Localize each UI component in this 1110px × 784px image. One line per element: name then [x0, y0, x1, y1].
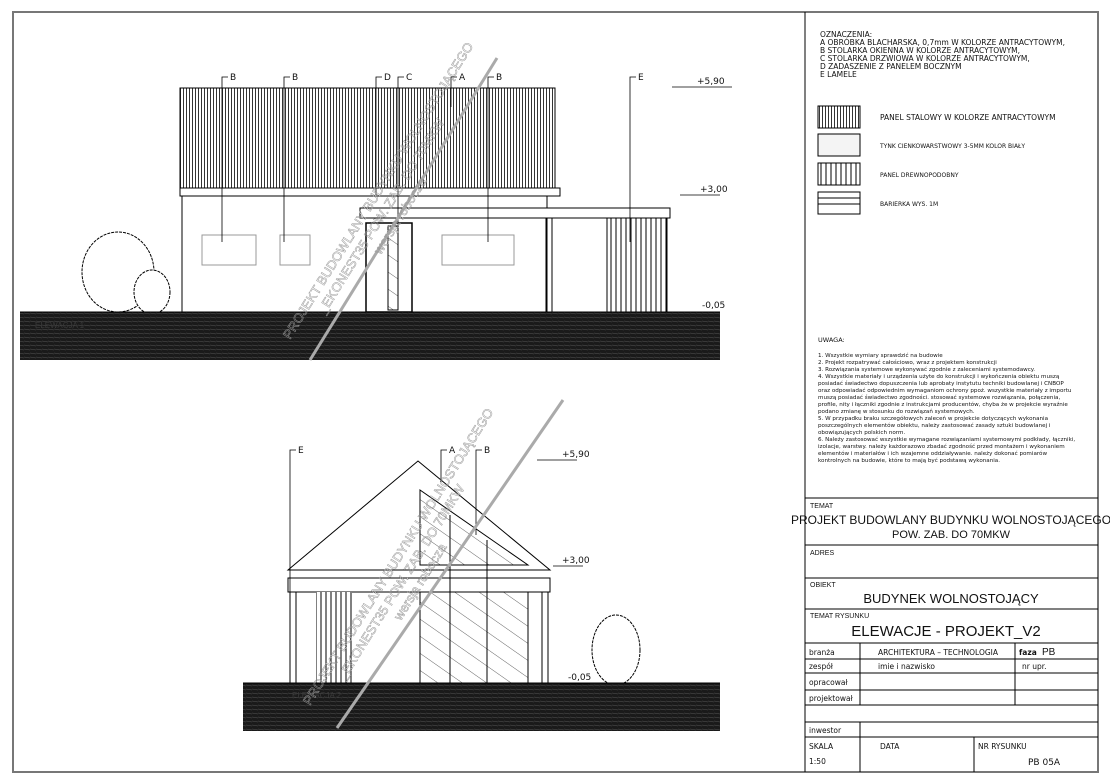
tag-b: B	[484, 446, 490, 456]
tree-icon	[591, 614, 641, 686]
elevation-1: ELEWACJA 1 B B D C A B E +5,90 +3,00 -0,…	[20, 73, 732, 360]
swatch-wood-panel	[817, 162, 861, 186]
window	[279, 234, 311, 266]
inwestor-label: inwestor	[809, 726, 842, 735]
swatch-barrier	[817, 191, 861, 215]
ground	[243, 683, 720, 731]
note-line: 3. Rozwiązania systemowe wykonywać zgodn…	[818, 366, 1035, 373]
tree-icon	[133, 269, 171, 315]
material-label: PANEL STALOWY W KOLORZE ANTRACYTOWYM	[880, 113, 1056, 122]
tag-c: C	[406, 73, 412, 83]
tag-leaders	[221, 76, 732, 313]
legend-title: OZNACZENIA:	[820, 30, 872, 39]
temat-value-line2: POW. ZAB. DO 70MKW	[892, 529, 1011, 541]
tag-e: E	[638, 73, 644, 83]
note-line: oraz odpowiadać odpowiednim wymaganiom o…	[818, 387, 1072, 394]
tag-b: B	[292, 73, 298, 83]
tag-d: D	[384, 73, 391, 83]
legend-item: D ZADASZENIE Z PANELEM BOCZNYM	[820, 62, 962, 71]
projektowal-label: projektował	[809, 694, 854, 703]
temat-label: TEMAT	[810, 503, 834, 510]
legend-item: E LAMELE	[820, 70, 857, 79]
sheet-frame	[12, 11, 1099, 773]
tag-e: E	[298, 446, 304, 456]
steel-roof-panel	[179, 87, 556, 189]
obiekt-value: BUDYNEK WOLNOSTOJĄCY	[863, 591, 1039, 606]
eave-band	[287, 577, 551, 593]
material-label: BARIERKA WYS. 1M	[880, 201, 938, 208]
nr-upr-label: nr upr.	[1022, 662, 1047, 671]
swatch-steel-panel	[817, 105, 861, 129]
obiekt-label: OBIEKT	[810, 582, 836, 589]
glazing	[419, 591, 529, 684]
nr-rysunku-label: NR RYSUNKU	[978, 742, 1027, 751]
data-label: DATA	[880, 742, 900, 751]
title-block: TEMAT PROJEKT BUDOWLANY BUDYNKU WOLNOSTO…	[791, 497, 1110, 772]
note-line: 2. Projekt rozpatrywać całościowo, wraz …	[818, 359, 997, 366]
elevation-name: ELEWACJA 1	[35, 321, 85, 330]
note-line: kontrolnych na budowie, które to mają by…	[818, 457, 1000, 464]
level-mark: -0,05	[568, 673, 591, 683]
opracowal-label: opracował	[809, 678, 848, 687]
tag-b: B	[230, 73, 236, 83]
window	[441, 234, 515, 266]
lamele	[316, 592, 352, 683]
note-line: posiadać świadectwo dopuszczenia lub apr…	[818, 380, 1064, 387]
note-line: 5. W przypadku braku szczegółowych zalec…	[818, 415, 1048, 422]
temat-value: PROJEKT BUDOWLANY BUDYNKU WOLNOSTOJĄCEGO	[791, 513, 1110, 527]
note-line: elementów i materiałów i ich wzajemne od…	[818, 450, 1047, 457]
faza-value: PB	[1042, 647, 1056, 658]
note-line: izolacje, warstwy. należy każdorazowo zb…	[818, 443, 1065, 450]
note-line: obowiązujących polskich norm.	[818, 430, 905, 436]
adres-label: ADRES	[810, 550, 834, 557]
legend-item: C STOLARKA DRZWIOWA W KOLORZE ANTRACYTOW…	[820, 54, 1030, 63]
notes-title: UWAGA:	[818, 336, 845, 344]
note-line: 6. Należy zastosować wszystkie wymagane …	[818, 436, 1075, 443]
temat-rysunku-value: ELEWACJE - PROJEKT_V2	[851, 623, 1041, 640]
material-label: PANEL DREWNOPODOBNY	[880, 172, 959, 179]
note-line: poszczególnych elementów obiektu, należy…	[818, 422, 1051, 429]
ground	[20, 312, 720, 360]
level-mark: +3,00	[562, 556, 590, 566]
elevation-2: ELEWACJA 2 E A B +5,90 +3,00 -0,05	[243, 446, 720, 731]
elevation-name: ELEWACJA 2	[292, 691, 342, 700]
note-line: 1. Wszystkie wymiary sprawdzić na budowi…	[818, 352, 943, 359]
skala-label: SKALA	[809, 742, 834, 751]
canopy-lamele	[606, 217, 668, 313]
note-line: 4. Wszystkie materiały i urządzenia użyt…	[818, 373, 1060, 380]
legend-item: B STOLARKA OKIENNA W KOLORZE ANTRACYTOWY…	[820, 46, 1020, 55]
faza-label: faza	[1019, 648, 1037, 657]
window	[201, 234, 257, 266]
note-line: podano zmianę w stosunku do rozwiązań sy…	[818, 408, 975, 415]
branza-label: branża	[809, 648, 835, 657]
notes: UWAGA: 1. Wszystkie wymiary sprawdzić na…	[818, 336, 1075, 464]
level-mark: -0,05	[702, 301, 725, 311]
zespol-value: imie i nazwisko	[878, 662, 935, 671]
swatch-plaster	[817, 133, 861, 157]
material-label: TYNK CIENKOWARSTWOWY 3-5MM KOLOR BIAŁY	[879, 143, 1025, 150]
level-mark: +5,90	[562, 450, 590, 460]
level-mark: +3,00	[700, 185, 728, 195]
nr-rysunku-value: PB 05A	[1028, 758, 1061, 768]
zespol-label: zespół	[809, 662, 834, 671]
legend: OZNACZENIA: A OBRÓBKA BLACHARSKA, 0,7mm …	[817, 30, 1065, 215]
temat-rysunku-label: TEMAT RYSUNKU	[810, 613, 869, 620]
note-line: profile, nity i łączniki zgodnie z instr…	[818, 401, 1068, 408]
skala-value: 1:50	[809, 757, 826, 766]
tag-a: A	[459, 73, 466, 83]
level-mark: +5,90	[697, 77, 725, 87]
note-line: muszą posiadać świadectwo zgodności. sto…	[818, 394, 1060, 401]
canopy	[359, 207, 671, 219]
tag-b: B	[496, 73, 502, 83]
tag-a: A	[449, 446, 456, 456]
branza-value: ARCHITEKTURA – TECHNOLOGIA	[878, 648, 999, 657]
legend-item: A OBRÓBKA BLACHARSKA, 0,7mm W KOLORZE AN…	[820, 38, 1065, 47]
